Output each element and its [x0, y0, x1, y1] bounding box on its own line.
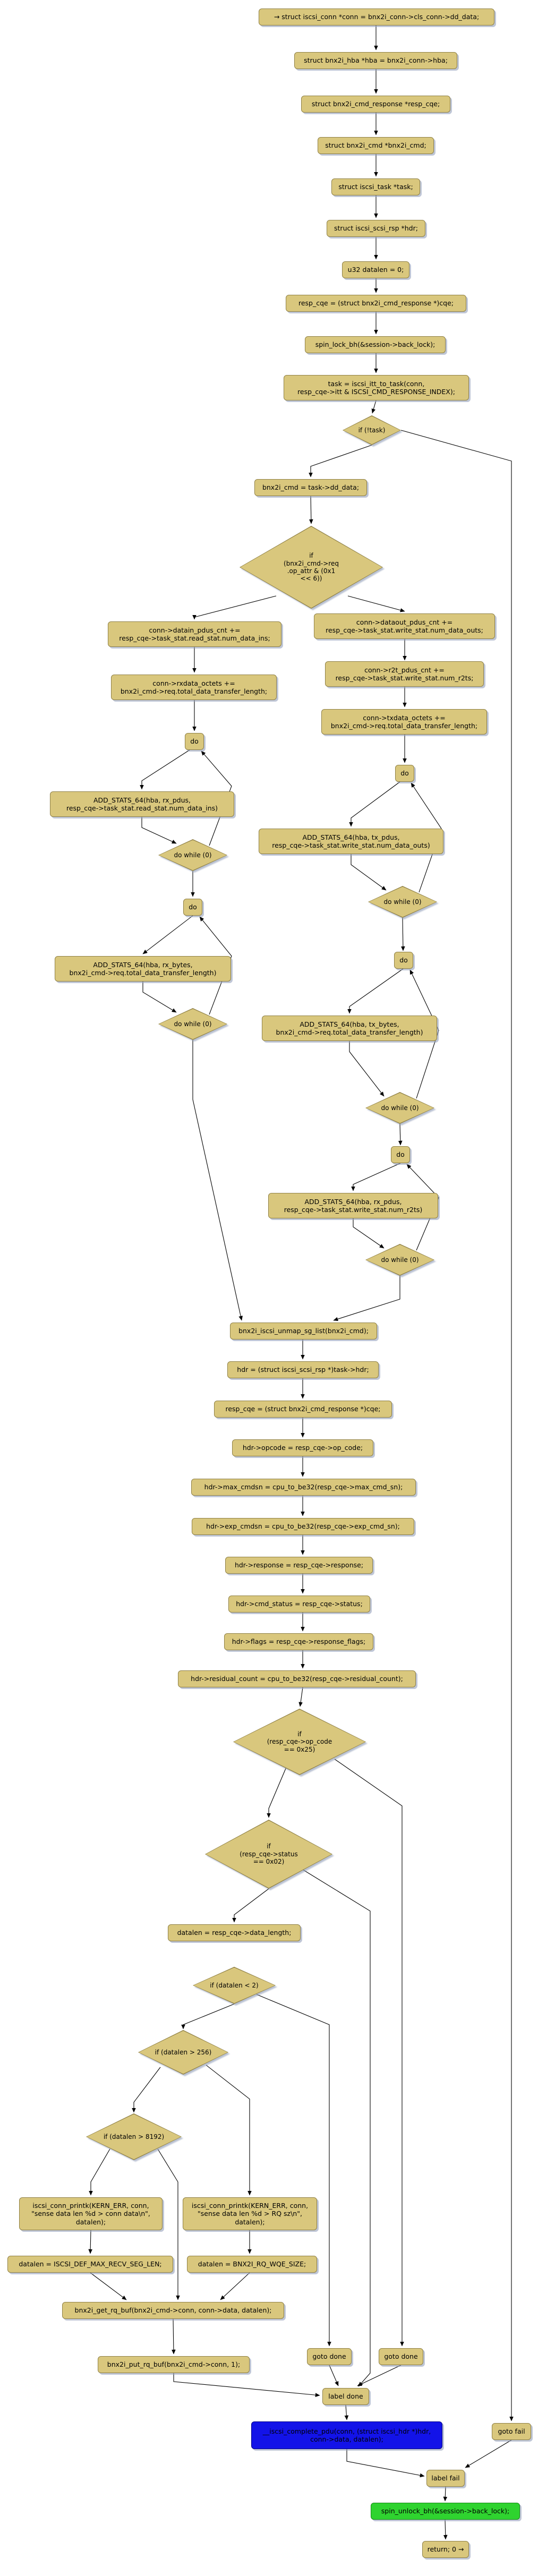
flow-node-return[interactable]: return; 0 → [422, 2541, 469, 2558]
decision-datalen-gt-8192[interactable]: if (datalen > 8192) [86, 2113, 182, 2160]
flow-node-do-r1[interactable]: do [395, 765, 414, 782]
flow-node-datain-pdus[interactable]: conn->datain_pdus_cnt += resp_cqe->task_… [108, 621, 281, 647]
decision-do-while-r1[interactable]: do while (0) [368, 886, 437, 918]
decision-label: if (datalen > 8192) [103, 2133, 165, 2140]
flow-node-add-stats-rx-bytes[interactable]: ADD_STATS_64(hba, rx_bytes, bnx2i_cmd->r… [55, 956, 231, 982]
flow-node-txdata-octets[interactable]: conn->txdata_octets += bnx2i_cmd->req.to… [321, 709, 487, 735]
flow-node-add-stats-tx-bytes[interactable]: ADD_STATS_64(hba, tx_bytes, bnx2i_cmd->r… [262, 1016, 437, 1041]
flow-node-hdr-residual-count[interactable]: hdr->residual_count = cpu_to_be32(resp_c… [178, 1670, 416, 1687]
flow-node-label-done[interactable]: label done [322, 2388, 369, 2405]
flow-node-decl-bnx2i-cmd[interactable]: struct bnx2i_cmd *bnx2i_cmd; [318, 137, 434, 154]
decision-label: if (!task) [358, 426, 386, 434]
flow-node-decl-hdr[interactable]: struct iscsi_scsi_rsp *hdr; [327, 220, 425, 237]
flow-node-add-stats-rx-pdus-r2t[interactable]: ADD_STATS_64(hba, rx_pdus, resp_cqe->tas… [268, 1193, 438, 1218]
flow-node-put-rq-buf[interactable]: bnx2i_put_rq_buf(bnx2i_cmd->conn, 1); [98, 2356, 250, 2373]
flow-node-hdr-max-cmdsn[interactable]: hdr->max_cmdsn = cpu_to_be32(resp_cqe->m… [191, 1479, 416, 1496]
flow-node-printk-conn-data[interactable]: iscsi_conn_printk(KERN_ERR, conn, "sense… [19, 2197, 163, 2230]
flow-node-decl-hba[interactable]: struct bnx2i_hba *hba = bnx2i_conn->hba; [294, 52, 457, 69]
flow-node-rxdata-octets[interactable]: conn->rxdata_octets += bnx2i_cmd->req.to… [111, 675, 277, 700]
flow-node-datalen-assign[interactable]: datalen = resp_cqe->data_length; [168, 1924, 301, 1941]
flow-node-add-stats-tx-pdus[interactable]: ADD_STATS_64(hba, tx_pdus, resp_cqe->tas… [259, 829, 443, 854]
decision-datalen-gt-256[interactable]: if (datalen > 256) [138, 2030, 228, 2075]
decision-if-not-task[interactable]: if (!task) [343, 415, 401, 445]
flow-node-get-rq-buf[interactable]: bnx2i_get_rq_buf(bnx2i_cmd->conn, conn->… [62, 2302, 284, 2319]
decision-op-attr-read[interactable]: if (bnx2i_cmd->req .op_attr & (0x1 << 6)… [240, 526, 383, 609]
flow-edges [88, 25, 514, 2540]
decision-label: do while (0) [383, 898, 422, 906]
flow-node-resp-cqe-cast2[interactable]: resp_cqe = (struct bnx2i_cmd_response *)… [214, 1401, 392, 1418]
flow-node-decl-task[interactable]: struct iscsi_task *task; [331, 178, 420, 195]
decision-label: do while (0) [381, 1104, 419, 1112]
decision-label: do while (0) [174, 1020, 212, 1028]
flow-node-assign-bnx2i-cmd[interactable]: bnx2i_cmd = task->dd_data; [254, 479, 367, 496]
flow-node-itt-to-task[interactable]: task = iscsi_itt_to_task(conn, resp_cqe-… [284, 375, 469, 400]
flow-node-complete-pdu-highlighted[interactable]: __iscsi_complete_pdu(conn, (struct iscsi… [251, 2421, 442, 2449]
flow-node-do-l2[interactable]: do [183, 899, 202, 916]
flow-node-hdr-task-hdr[interactable]: hdr = (struct iscsi_scsi_rsp *)task->hdr… [227, 1361, 379, 1378]
flow-node-hdr-flags[interactable]: hdr->flags = resp_cqe->response_flags; [224, 1633, 373, 1650]
decision-status-0x02[interactable]: if (resp_cqe->status == 0x02) [205, 1820, 332, 1889]
flow-node-unmap-sg-list[interactable]: bnx2i_iscsi_unmap_sg_list(bnx2i_cmd); [230, 1323, 377, 1340]
decision-label: do while (0) [174, 851, 212, 859]
flow-node-do-r2[interactable]: do [394, 952, 413, 969]
flow-node-r2t-pdus[interactable]: conn->r2t_pdus_cnt += resp_cqe->task_sta… [325, 661, 484, 687]
flow-node-datalen-rq-wqe[interactable]: datalen = BNX2I_RQ_WQE_SIZE; [187, 2256, 317, 2273]
flow-node-spin-lock[interactable]: spin_lock_bh(&session->back_lock); [305, 336, 446, 353]
decision-do-while-l1[interactable]: do while (0) [158, 839, 227, 871]
flow-node-decl-datalen[interactable]: u32 datalen = 0; [342, 261, 409, 278]
flow-node-datalen-max-recv[interactable]: datalen = ISCSI_DEF_MAX_RECV_SEG_LEN; [7, 2256, 173, 2273]
decision-do-while-r2[interactable]: do while (0) [365, 1092, 434, 1124]
decision-opcode-0x25[interactable]: if (resp_cqe->op_code == 0x25) [233, 1709, 366, 1775]
flow-node-printk-rq-sz[interactable]: iscsi_conn_printk(KERN_ERR, conn, "sense… [183, 2197, 317, 2230]
decision-datalen-lt-2[interactable]: if (datalen < 2) [193, 1967, 276, 2004]
decision-label: if (datalen > 256) [155, 2048, 212, 2056]
flow-node-spin-unlock-highlighted[interactable]: spin_unlock_bh(&session->back_lock); [371, 2503, 520, 2520]
flow-node-do-r3[interactable]: do [391, 1146, 410, 1163]
flow-node-dataout-pdus[interactable]: conn->dataout_pdus_cnt += resp_cqe->task… [314, 613, 495, 639]
flow-node-hdr-opcode[interactable]: hdr->opcode = resp_cqe->op_code; [232, 1439, 373, 1456]
flow-node-goto-done-1[interactable]: goto done [307, 2348, 352, 2365]
decision-label: if (bnx2i_cmd->req .op_attr & (0x1 << 6)… [284, 552, 339, 583]
flow-node-goto-done-2[interactable]: goto done [379, 2348, 423, 2365]
flow-node-do-l1[interactable]: do [185, 733, 204, 750]
decision-label: if (resp_cqe->status == 0x02) [240, 1843, 298, 1866]
flow-node-add-stats-rx-pdus-read[interactable]: ADD_STATS_64(hba, rx_pdus, resp_cqe->tas… [50, 791, 234, 817]
flow-node-decl-resp-cqe[interactable]: struct bnx2i_cmd_response *resp_cqe; [301, 96, 450, 113]
flow-node-hdr-cmd-status[interactable]: hdr->cmd_status = resp_cqe->status; [228, 1596, 370, 1613]
flow-node-assign-resp-cqe[interactable]: resp_cqe = (struct bnx2i_cmd_response *)… [286, 295, 466, 312]
decision-label: if (resp_cqe->op_code == 0x25) [267, 1730, 332, 1753]
decision-do-while-r3[interactable]: do while (0) [365, 1244, 434, 1276]
flow-node-hdr-exp-cmdsn[interactable]: hdr->exp_cmdsn = cpu_to_be32(resp_cqe->e… [192, 1518, 414, 1535]
decision-do-while-l2[interactable]: do while (0) [158, 1008, 227, 1040]
decision-label: do while (0) [381, 1256, 419, 1264]
flow-node-decl-conn[interactable]: → struct iscsi_conn *conn = bnx2i_conn->… [259, 8, 494, 25]
flow-node-label-fail[interactable]: label fail [426, 2470, 465, 2487]
flow-node-goto-fail[interactable]: goto fail [492, 2423, 531, 2440]
decision-label: if (datalen < 2) [210, 1981, 259, 1989]
flow-node-hdr-response[interactable]: hdr->response = resp_cqe->response; [225, 1557, 373, 1574]
